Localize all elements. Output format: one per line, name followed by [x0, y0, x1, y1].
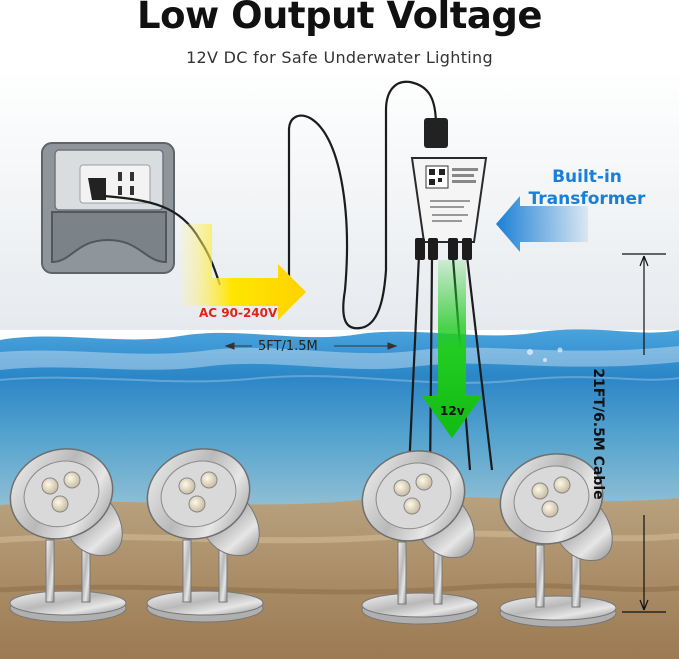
power-cord-length-arrow — [224, 342, 398, 350]
headline: Low Output Voltage — [137, 0, 542, 37]
spotlight-icon — [146, 448, 264, 623]
transformer-box-icon — [410, 118, 488, 260]
transformer-label: Built-in Transformer — [522, 166, 652, 210]
transformer-label-line2: Transformer — [528, 189, 646, 209]
outdoor-outlet-icon — [41, 142, 175, 274]
power-cord-length-label: 5FT/1.5M — [258, 339, 318, 354]
cable-length-dimension — [622, 253, 666, 613]
spotlight-icon — [361, 450, 479, 625]
output-voltage-label: 12v — [440, 404, 465, 418]
cable-length-label: 21FT/6.5M Cable — [590, 368, 606, 500]
spotlight-icon — [9, 448, 127, 623]
yellow-arrow-icon — [182, 224, 306, 320]
input-voltage-label: AC 90-240V — [199, 306, 278, 320]
spotlight-icon — [499, 453, 617, 628]
subheadline: 12V DC for Safe Underwater Lighting — [186, 48, 493, 67]
transformer-label-line1: Built-in — [552, 167, 622, 187]
blue-arrow-icon — [496, 196, 588, 252]
green-arrow-icon — [422, 260, 482, 438]
